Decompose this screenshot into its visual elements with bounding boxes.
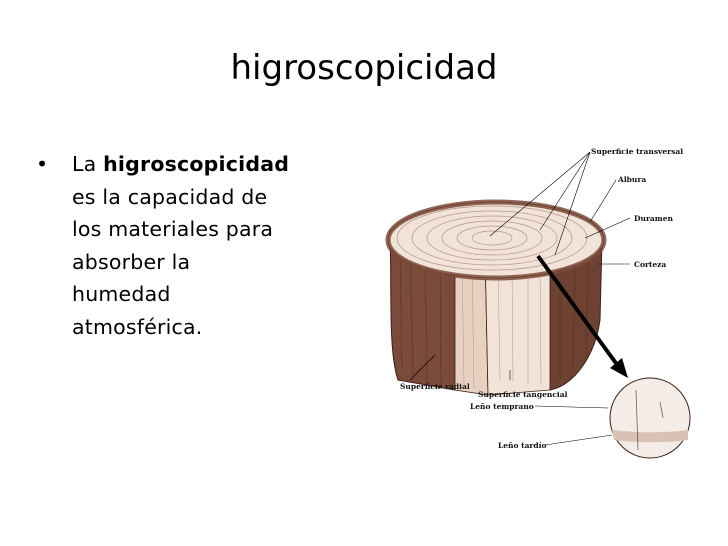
bullet-line-6: atmosférica. <box>72 314 203 339</box>
log-bark-right <box>549 239 603 391</box>
bullet-marker: • <box>36 152 49 176</box>
label-corteza: Corteza <box>634 260 666 269</box>
wood-log-diagram: Superficie transversal Albura Duramen Co… <box>385 147 691 459</box>
label-superficie-tangencial: Superficie tangencial <box>478 390 568 399</box>
label-superficie-radial: Superficie radial <box>400 382 470 391</box>
bullet-keyword: higroscopicidad <box>103 152 290 176</box>
bullet-line-2: es la capacidad de <box>72 184 268 209</box>
label-duramen: Duramen <box>634 214 673 223</box>
leader-lines <box>409 151 631 446</box>
bullet-line-3: los materiales para <box>72 217 274 241</box>
grain-lines <box>461 257 542 389</box>
bullet-lead: La <box>72 152 104 176</box>
label-superficie-transversal: Superficie transversal <box>591 147 683 156</box>
bullet-line-1: La higroscopicidad <box>72 148 332 181</box>
label-leno-tardio: Leño tardío <box>498 441 546 450</box>
label-leno-temprano: Leño temprano <box>470 402 534 411</box>
magnify-arrow <box>536 254 620 368</box>
bullet-line-4: absorber la <box>72 249 191 274</box>
bullet-text: La higroscopicidad es la capacidad de lo… <box>72 148 332 343</box>
bullet-line-5: humedad <box>72 282 171 306</box>
label-albura: Albura <box>617 175 646 184</box>
magnified-detail <box>609 377 691 459</box>
growth-rings <box>396 205 588 271</box>
slide-title: higroscopicidad <box>230 48 498 88</box>
